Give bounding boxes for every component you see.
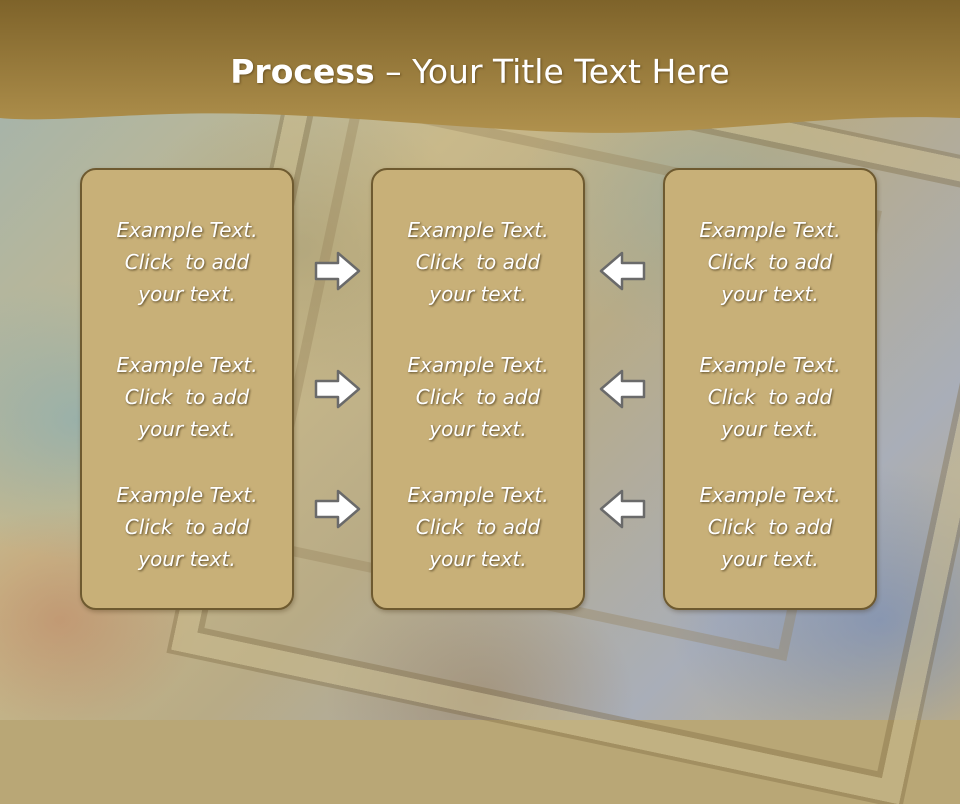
- text-block[interactable]: Example Text. Click to add your text.: [82, 214, 292, 310]
- right-arrow-icon[interactable]: [313, 487, 363, 531]
- text-line: your text.: [138, 547, 236, 571]
- text-line: Example Text.: [699, 218, 841, 242]
- text-line: your text.: [721, 547, 819, 571]
- text-line: Click to add: [415, 250, 541, 274]
- text-line: Example Text.: [407, 483, 549, 507]
- text-line: Click to add: [124, 250, 250, 274]
- text-line: Example Text.: [116, 218, 258, 242]
- text-line: Click to add: [415, 515, 541, 539]
- text-line: Click to add: [124, 515, 250, 539]
- title-bold: Process: [230, 52, 375, 91]
- text-line: Example Text.: [407, 218, 549, 242]
- left-arrow-icon[interactable]: [597, 367, 647, 411]
- text-line: Example Text.: [699, 483, 841, 507]
- text-line: your text.: [429, 282, 527, 306]
- text-line: your text.: [721, 282, 819, 306]
- text-line: Click to add: [415, 385, 541, 409]
- right-arrow-icon[interactable]: [313, 249, 363, 293]
- text-block[interactable]: Example Text. Click to add your text.: [373, 349, 583, 445]
- text-line: your text.: [429, 417, 527, 441]
- text-block[interactable]: Example Text. Click to add your text.: [665, 479, 875, 575]
- left-arrow-icon[interactable]: [597, 249, 647, 293]
- process-panel-left[interactable]: Example Text. Click to add your text. Ex…: [80, 168, 294, 610]
- text-line: your text.: [138, 282, 236, 306]
- process-panel-right[interactable]: Example Text. Click to add your text. Ex…: [663, 168, 877, 610]
- text-block[interactable]: Example Text. Click to add your text.: [373, 214, 583, 310]
- left-arrow-icon[interactable]: [597, 487, 647, 531]
- process-panel-center[interactable]: Example Text. Click to add your text. Ex…: [371, 168, 585, 610]
- title-rest: – Your Title Text Here: [374, 52, 730, 91]
- text-line: your text.: [429, 547, 527, 571]
- text-line: your text.: [138, 417, 236, 441]
- text-line: Click to add: [124, 385, 250, 409]
- text-block[interactable]: Example Text. Click to add your text.: [82, 349, 292, 445]
- text-block[interactable]: Example Text. Click to add your text.: [373, 479, 583, 575]
- title-banner: [0, 0, 960, 133]
- text-line: your text.: [721, 417, 819, 441]
- text-line: Example Text.: [407, 353, 549, 377]
- text-line: Click to add: [707, 385, 833, 409]
- text-line: Example Text.: [116, 353, 258, 377]
- text-block[interactable]: Example Text. Click to add your text.: [665, 214, 875, 310]
- text-line: Example Text.: [116, 483, 258, 507]
- text-line: Example Text.: [699, 353, 841, 377]
- text-block[interactable]: Example Text. Click to add your text.: [665, 349, 875, 445]
- text-line: Click to add: [707, 515, 833, 539]
- slide-title[interactable]: Process – Your Title Text Here: [0, 52, 960, 91]
- right-arrow-icon[interactable]: [313, 367, 363, 411]
- text-block[interactable]: Example Text. Click to add your text.: [82, 479, 292, 575]
- text-line: Click to add: [707, 250, 833, 274]
